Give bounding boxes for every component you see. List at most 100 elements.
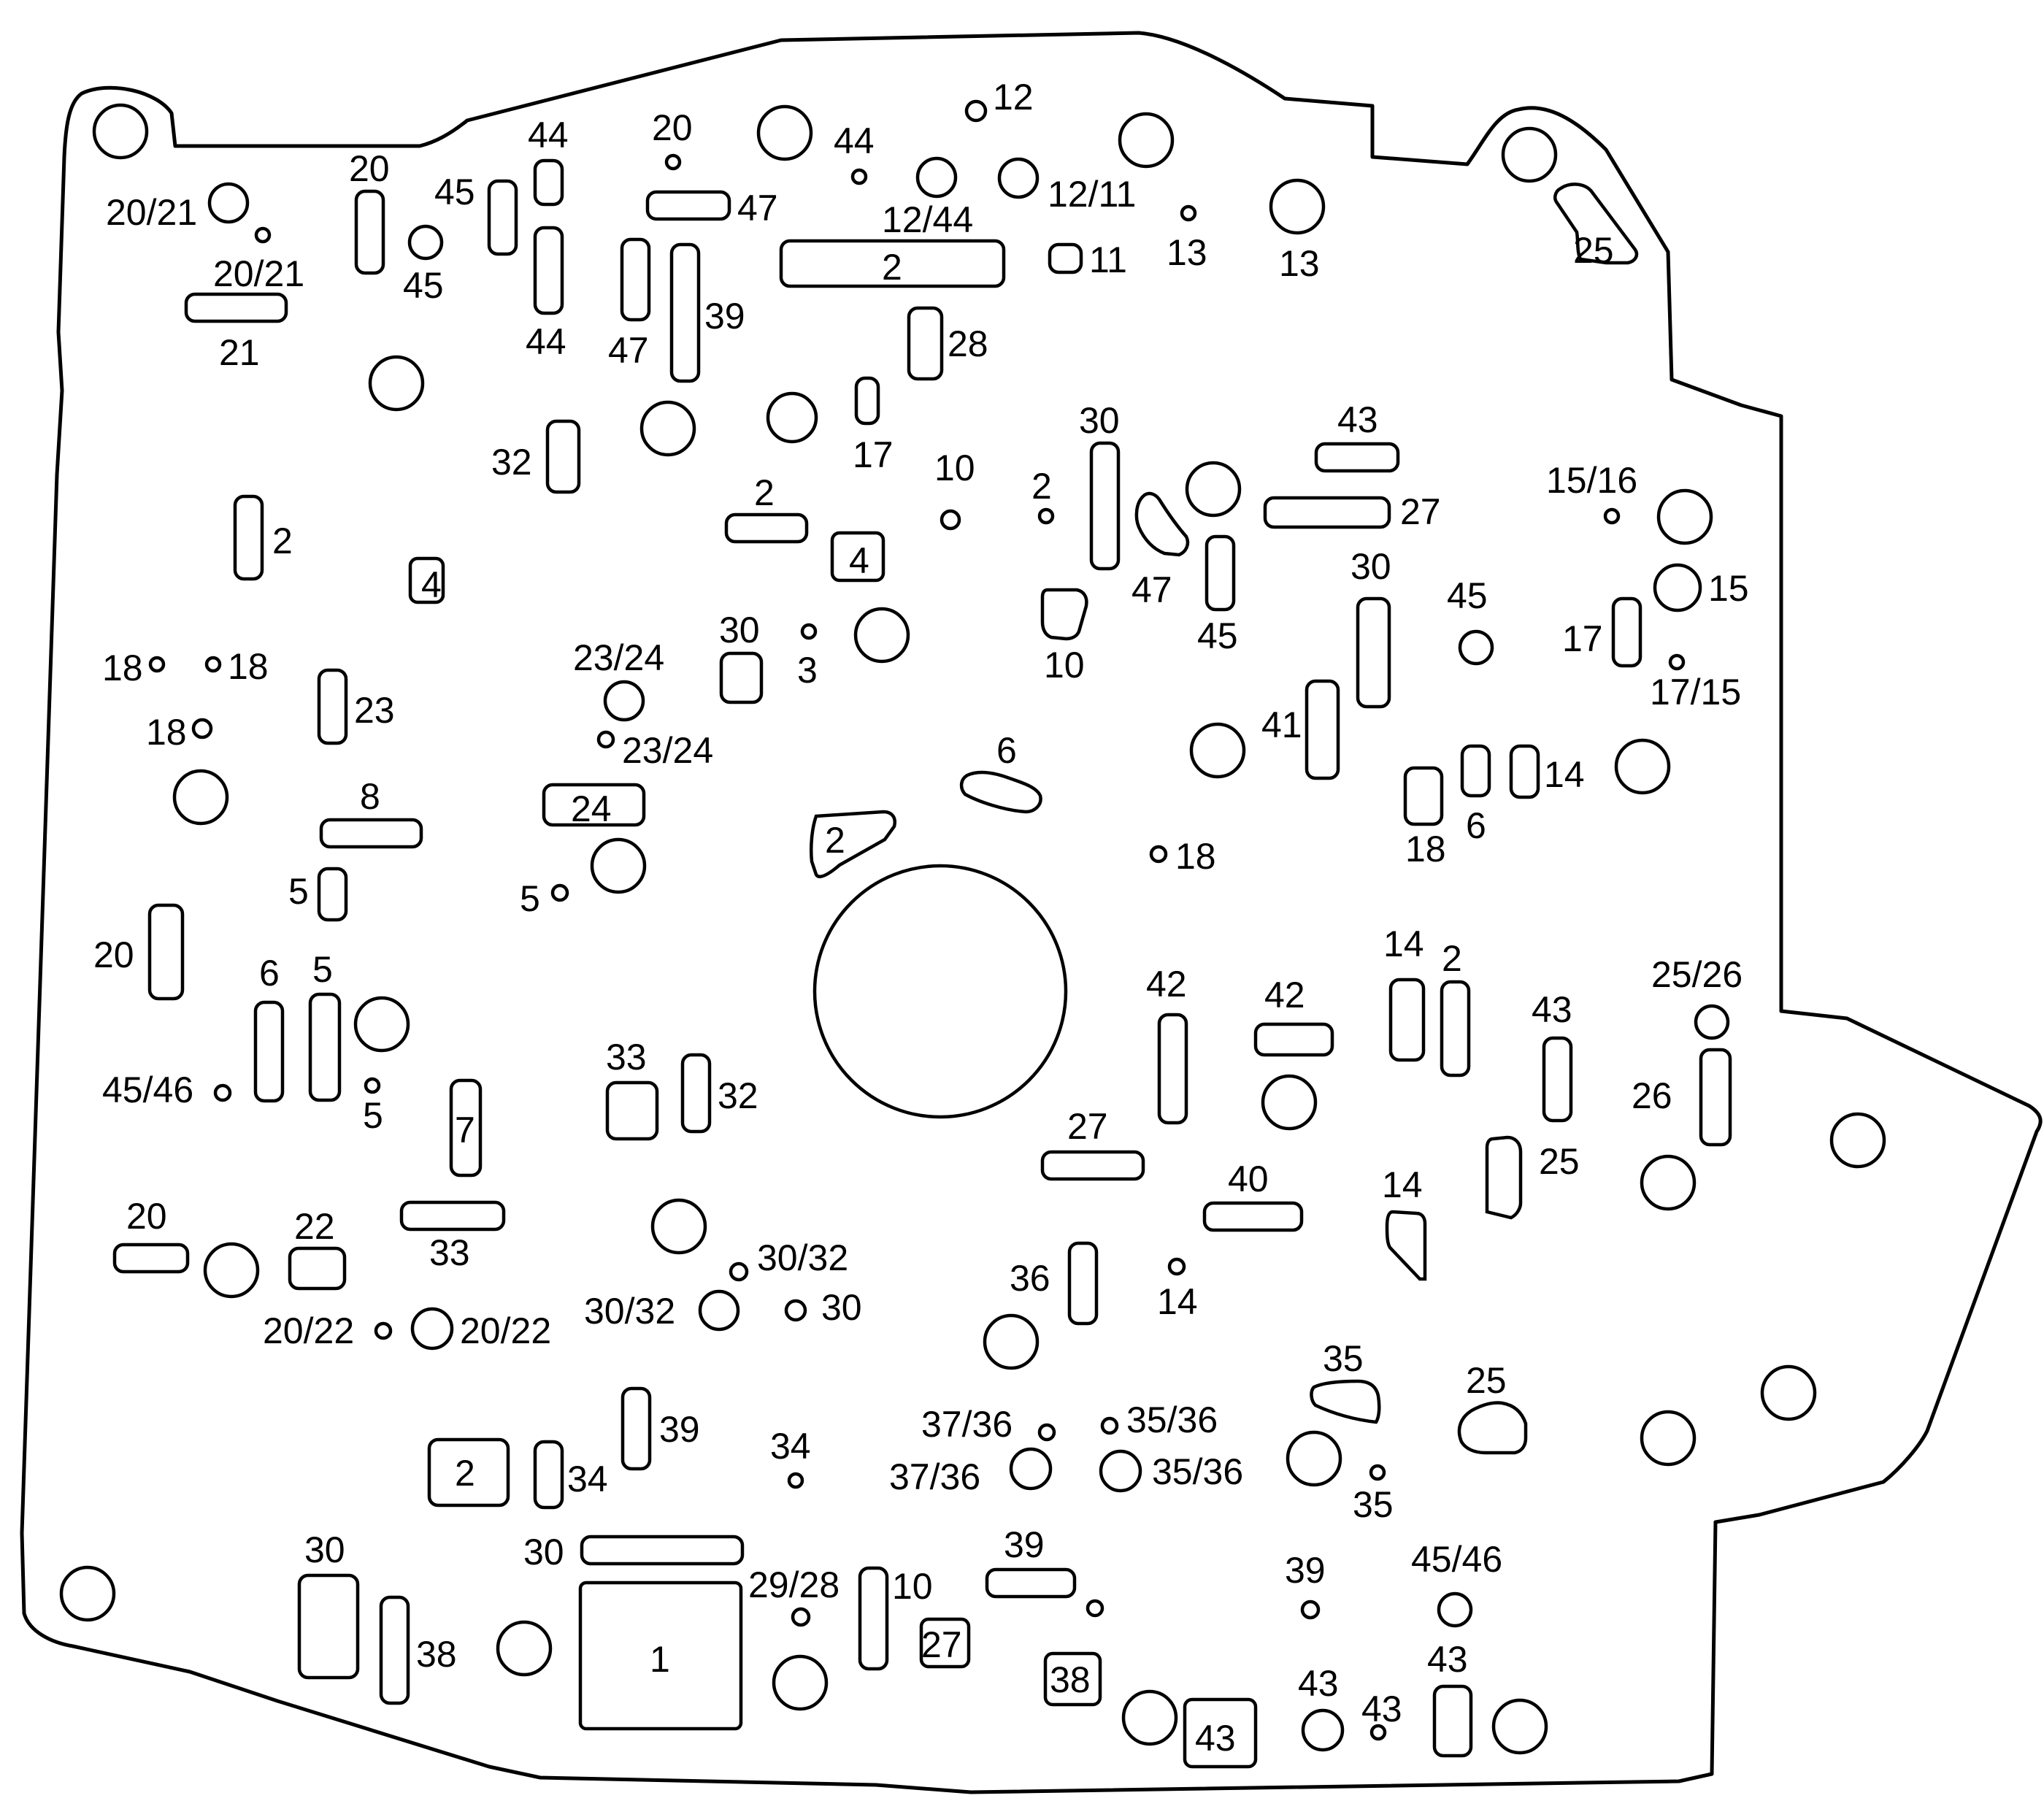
part-label: 35	[1353, 1484, 1394, 1525]
hole	[203, 1242, 260, 1299]
slot	[1440, 980, 1471, 1078]
hole	[1121, 1689, 1178, 1746]
hole	[1640, 1154, 1697, 1211]
opening	[1553, 183, 1639, 265]
part-label: 27	[1067, 1106, 1108, 1147]
slot	[620, 237, 651, 322]
pin-hole	[550, 883, 569, 902]
slot	[1067, 1241, 1099, 1326]
part-label: 23/24	[573, 637, 664, 678]
part-label: 17	[1562, 618, 1603, 659]
part-label: 14	[1544, 754, 1585, 795]
part-label: 8	[360, 776, 380, 817]
opening	[1485, 1135, 1523, 1220]
hole	[1829, 1112, 1886, 1169]
slot	[1509, 744, 1540, 799]
hole	[772, 1654, 829, 1711]
part-label: 18	[1405, 829, 1446, 869]
slot	[297, 1573, 360, 1680]
center-bore	[812, 864, 1068, 1119]
slot	[1388, 978, 1426, 1062]
hole	[1009, 1447, 1053, 1491]
slot	[253, 1000, 285, 1103]
slot	[1040, 1150, 1145, 1181]
part-label: 17/15	[1650, 672, 1741, 713]
slot	[1183, 1697, 1258, 1769]
part-label: 39	[1004, 1524, 1045, 1565]
part-label: 25	[1573, 230, 1614, 271]
part-label: 43	[1361, 1689, 1402, 1729]
slot	[147, 903, 185, 1001]
pin-hole	[1037, 1423, 1056, 1442]
hole	[590, 837, 647, 894]
pin-hole	[1149, 845, 1168, 864]
part-label: 12/11	[1048, 174, 1136, 215]
part-label: 45	[403, 265, 444, 306]
part-label: 33	[606, 1037, 647, 1078]
part-label: 15	[1708, 568, 1749, 609]
part-label: 4	[421, 564, 442, 605]
slot	[112, 1243, 190, 1274]
slot	[184, 292, 288, 323]
part-label: 30	[1079, 400, 1120, 441]
opening	[810, 810, 896, 878]
pin-hole	[800, 623, 818, 640]
pin-hole	[940, 509, 961, 531]
slot	[645, 190, 731, 221]
slot	[854, 376, 880, 426]
part-label: 43	[1532, 989, 1572, 1030]
pin-hole	[1369, 1464, 1386, 1481]
hole	[1760, 1364, 1817, 1421]
part-label: 44	[834, 120, 875, 161]
slot	[1305, 679, 1340, 780]
part-label: 30	[719, 610, 760, 650]
hole	[650, 1198, 707, 1255]
slot	[1460, 744, 1491, 798]
part-label: 5	[312, 949, 333, 990]
part-label: 18	[102, 648, 143, 688]
opening	[1134, 491, 1190, 557]
part-label: 18	[146, 712, 187, 753]
part-label: 2	[882, 247, 902, 288]
part-label: 10	[1044, 645, 1085, 685]
hole	[1614, 738, 1671, 795]
hole	[1437, 1591, 1473, 1628]
hole	[1099, 1449, 1142, 1493]
slot	[669, 242, 701, 383]
pin-hole	[191, 718, 213, 740]
part-label: 23/24	[622, 730, 713, 771]
part-label: 15/16	[1546, 460, 1637, 501]
pin-hole	[850, 168, 868, 185]
part-label: 45	[1447, 575, 1488, 616]
pin-hole	[1100, 1416, 1119, 1435]
part-label: 45/46	[102, 1069, 193, 1110]
slot	[1202, 1201, 1304, 1232]
part-label: 20	[126, 1196, 167, 1237]
slot	[354, 189, 385, 275]
pin-hole	[1369, 1724, 1387, 1741]
part-label: 37/36	[921, 1404, 1013, 1445]
slot	[1263, 496, 1391, 529]
slot	[1403, 766, 1444, 826]
hole	[1501, 126, 1558, 183]
slot	[858, 1566, 889, 1671]
part-label: 20	[93, 934, 134, 975]
part-label: 5	[363, 1095, 383, 1136]
part-label: 6	[1466, 805, 1486, 846]
part-label: 27	[921, 1624, 962, 1665]
pin-hole	[1086, 1599, 1104, 1618]
part-label: 14	[1157, 1281, 1198, 1322]
slot	[233, 494, 264, 581]
part-label: 26	[1632, 1075, 1672, 1116]
pin-hole	[1668, 653, 1686, 671]
pin-hole	[148, 656, 166, 673]
pin-hole	[254, 226, 272, 244]
opening	[1385, 1210, 1427, 1281]
slot	[533, 158, 564, 207]
part-label: 27	[1400, 491, 1441, 532]
pin-hole	[787, 1472, 804, 1489]
part-label: 7	[455, 1110, 475, 1151]
pin-hole	[729, 1261, 749, 1282]
slot	[1699, 1048, 1732, 1147]
